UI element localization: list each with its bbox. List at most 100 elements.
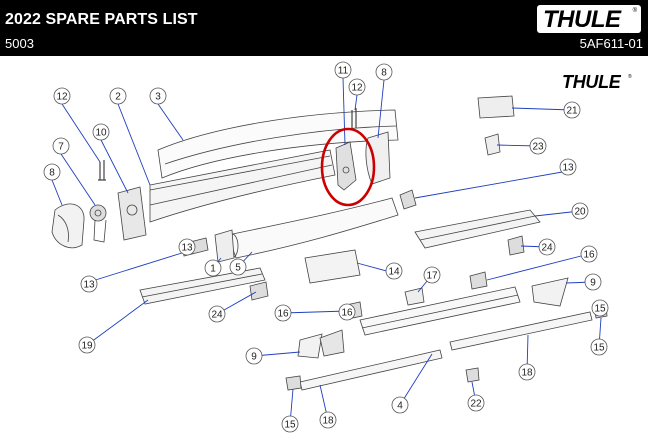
callout-4: 4	[391, 396, 409, 414]
callout-22: 22	[467, 394, 485, 412]
part-5-fabric	[227, 197, 399, 259]
part-24-hinge-left	[249, 281, 269, 301]
callout-number: 8	[381, 68, 387, 79]
part-8-endcap-right	[365, 131, 391, 185]
callout-number: 23	[532, 142, 544, 153]
callout-number: 24	[211, 310, 223, 321]
part-22-clip	[465, 367, 480, 383]
callout-circle	[518, 363, 536, 381]
callout-15: 15	[281, 415, 299, 433]
callout-circle	[43, 163, 61, 181]
callout-16: 16	[338, 303, 356, 321]
callout-number: 11	[338, 66, 349, 77]
callout-number: 18	[521, 368, 533, 379]
callout-circle	[208, 305, 226, 323]
callout-circle	[563, 101, 581, 119]
callout-11: 11	[334, 61, 352, 79]
callout-18: 18	[518, 363, 536, 381]
callout-number: 12	[351, 83, 363, 94]
callout-number: 5	[235, 263, 241, 274]
callout-7: 7	[52, 137, 70, 155]
callout-circle	[319, 411, 337, 429]
callout-20: 20	[571, 202, 589, 220]
callout-circle	[274, 304, 292, 322]
logo-text-small: THULE	[562, 72, 621, 92]
callout-circle	[467, 394, 485, 412]
callout-circle	[423, 266, 441, 284]
logo-text: THULE	[543, 6, 621, 33]
callout-circle	[334, 61, 352, 79]
part-24-hinge-right	[507, 235, 525, 256]
callout-21: 21	[563, 101, 581, 119]
callout-17: 17	[423, 266, 441, 284]
callout-circle	[245, 347, 263, 365]
callout-number: 15	[284, 420, 296, 431]
callout-circle	[149, 87, 167, 105]
callout-circle	[391, 396, 409, 414]
callout-circle	[53, 87, 71, 105]
callout-number: 12	[56, 92, 68, 103]
callout-circle	[580, 245, 598, 263]
callout-3: 3	[149, 87, 167, 105]
logo-trademark: ®	[632, 8, 637, 14]
callout-circle	[229, 258, 247, 276]
callout-24: 24	[538, 238, 556, 256]
callout-circle	[92, 123, 110, 141]
callout-10: 10	[92, 123, 110, 141]
callout-number: 7	[58, 142, 64, 153]
callout-8: 8	[375, 63, 393, 81]
part-21-assembly	[477, 95, 515, 119]
callout-circle	[281, 415, 299, 433]
part-19-arm	[139, 267, 266, 305]
callout-23: 23	[529, 137, 547, 155]
document-title: 2022 SPARE PARTS LIST	[5, 11, 198, 28]
callout-number: 19	[81, 341, 93, 352]
callout-circle	[559, 158, 577, 176]
callout-13: 13	[559, 158, 577, 176]
callout-number: 15	[594, 304, 606, 315]
callout-circle	[385, 262, 403, 280]
document-number: 5AF611-01	[579, 36, 643, 51]
part-14-bracket	[304, 249, 361, 284]
part-9-endpiece-right	[531, 277, 569, 307]
callout-5: 5	[229, 258, 247, 276]
part-12-screw-left	[98, 160, 106, 181]
callout-1: 1	[204, 259, 222, 277]
part-4-front-bar	[359, 286, 521, 336]
part-13-bolt-top	[399, 189, 417, 210]
part-16-clip-right	[469, 271, 488, 290]
callout-circle	[529, 137, 547, 155]
callout-15: 15	[591, 299, 609, 317]
thule-logo-small: THULE ®	[562, 72, 632, 93]
callout-number: 13	[562, 163, 574, 174]
callout-number: 3	[155, 92, 161, 103]
callout-circle	[591, 299, 609, 317]
part-1-roller	[214, 229, 235, 263]
callout-number: 4	[397, 401, 403, 412]
part-20-arm	[414, 209, 541, 249]
callout-number: 18	[322, 416, 334, 427]
callout-number: 15	[593, 343, 605, 354]
part-8-endcap-left	[51, 203, 85, 249]
callout-15: 15	[590, 338, 608, 356]
part-12-screw-right	[351, 108, 357, 128]
part-18-rail-lower	[299, 349, 443, 391]
callout-number: 14	[388, 267, 400, 278]
callout-number: 13	[181, 243, 193, 254]
callout-9: 9	[245, 347, 263, 365]
callout-circle	[178, 238, 196, 256]
callout-circle	[584, 273, 602, 291]
callout-number: 16	[277, 309, 289, 320]
highlight-circle	[320, 127, 376, 207]
callout-circle	[571, 202, 589, 220]
exploded-parts-diagram: 1234578899101112121313131415151516161617…	[43, 61, 609, 433]
part-23-clip	[484, 133, 501, 156]
callout-circle	[348, 78, 366, 96]
part-9-endpiece-left	[297, 333, 323, 359]
callout-circle	[109, 87, 127, 105]
callout-circle	[80, 275, 98, 293]
callout-number: 10	[95, 128, 107, 139]
part-2-profile	[149, 149, 336, 223]
logo-trademark-small: ®	[628, 74, 632, 80]
